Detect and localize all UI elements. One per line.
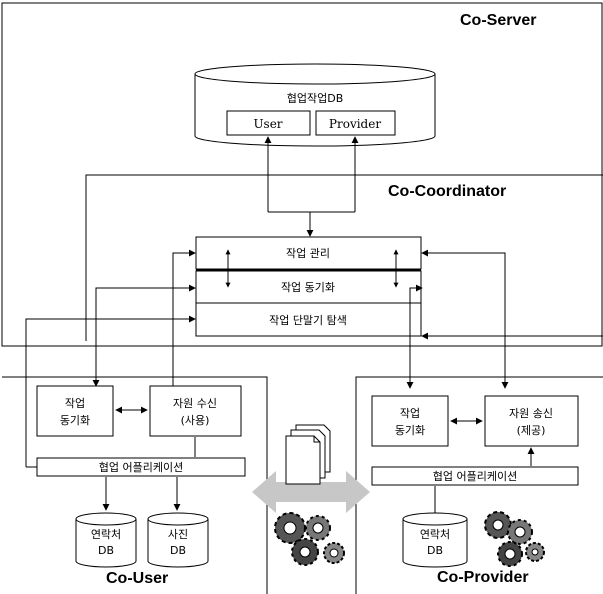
- collaboration-db: 협업작업DB User Provider: [194, 63, 436, 147]
- provider-resource-send-line2: (제공): [517, 424, 546, 437]
- task-sync-box: [195, 270, 422, 304]
- user-contacts-db-line2: DB: [98, 544, 114, 557]
- co-user-frame: [2, 376, 268, 594]
- user-task-sync-box: [36, 385, 114, 437]
- provider-task-sync-box: [371, 395, 449, 447]
- user-app-to-discovery: [25, 315, 196, 467]
- provider-task-sync-line2: 동기화: [395, 424, 425, 437]
- db-user-table: [226, 110, 311, 136]
- user-contacts-db-line1: 연락처: [91, 528, 121, 541]
- user-resource-receive-line1: 자원 수신: [173, 397, 217, 410]
- db-title: 협업작업DB: [287, 92, 344, 105]
- user-photo-db-line2: DB: [170, 544, 186, 557]
- documents-icon: [285, 424, 331, 485]
- coordinator-stack: 작업 관리 작업 동기화 작업 단말기 탐색: [195, 236, 422, 337]
- provider-contacts-db-line2: DB: [427, 544, 443, 557]
- provider-contacts-db-line1: 연락처: [420, 528, 450, 541]
- co-server-label: Co-Server: [460, 12, 536, 29]
- user-contacts-db-body: [75, 519, 137, 568]
- provider-resource-send-box: [484, 395, 579, 447]
- task-sync-label: 작업 동기화: [281, 281, 335, 294]
- db-user-table-label: User: [253, 117, 282, 131]
- provider-contacts-db: 연락처 DB: [402, 512, 468, 568]
- device-discovery-label: 작업 단말기 탐색: [269, 314, 347, 327]
- provider-resource-to-task-management: [421, 249, 509, 389]
- user-contacts-db: 연락처 DB: [75, 512, 137, 568]
- user-app-label: 협업 어플리케이션: [99, 461, 183, 474]
- provider-app-label: 협업 어플리케이션: [433, 470, 517, 483]
- user-task-sync-line2: 동기화: [60, 414, 90, 427]
- user-resource-receive-box: [149, 385, 242, 437]
- db-provider-table-label: Provider: [329, 117, 381, 131]
- provider-gears-icon: [484, 511, 545, 567]
- user-resource-receive-line2: (사용): [181, 414, 210, 427]
- gears-icon: [274, 512, 345, 566]
- provider-resource-send-line1: 자원 송신: [509, 407, 553, 420]
- co-provider-frame: [355, 376, 603, 594]
- co-coordinator-frame: [85, 174, 603, 341]
- co-provider-label: Co-Provider: [437, 569, 529, 586]
- double-arrow-icon: [252, 471, 370, 513]
- provider-task-sync-line1: 작업: [400, 407, 420, 420]
- provider-app-box: [371, 466, 579, 486]
- co-coordinator-label: Co-Coordinator: [388, 183, 506, 200]
- user-photo-db-top: [147, 512, 209, 526]
- provider-contacts-db-body: [402, 519, 468, 568]
- task-management-label: 작업 관리: [286, 247, 330, 260]
- task-management-box: [195, 236, 422, 270]
- device-discovery-box: [195, 302, 422, 337]
- user-photo-db-line1: 사진: [168, 528, 188, 541]
- co-user-label: Co-User: [106, 570, 168, 587]
- user-task-sync-line1: 작업: [65, 397, 85, 410]
- db-provider-table: [315, 110, 396, 136]
- provider-contacts-db-top: [402, 512, 468, 526]
- user-photo-db: 사진 DB: [147, 512, 209, 568]
- user-contacts-db-top: [75, 512, 137, 526]
- db-cylinder-top: [194, 63, 436, 85]
- user-photo-db-body: [147, 519, 209, 568]
- provider-sync-to-task-sync: [406, 284, 423, 389]
- user-sync-to-task-sync: [92, 284, 196, 387]
